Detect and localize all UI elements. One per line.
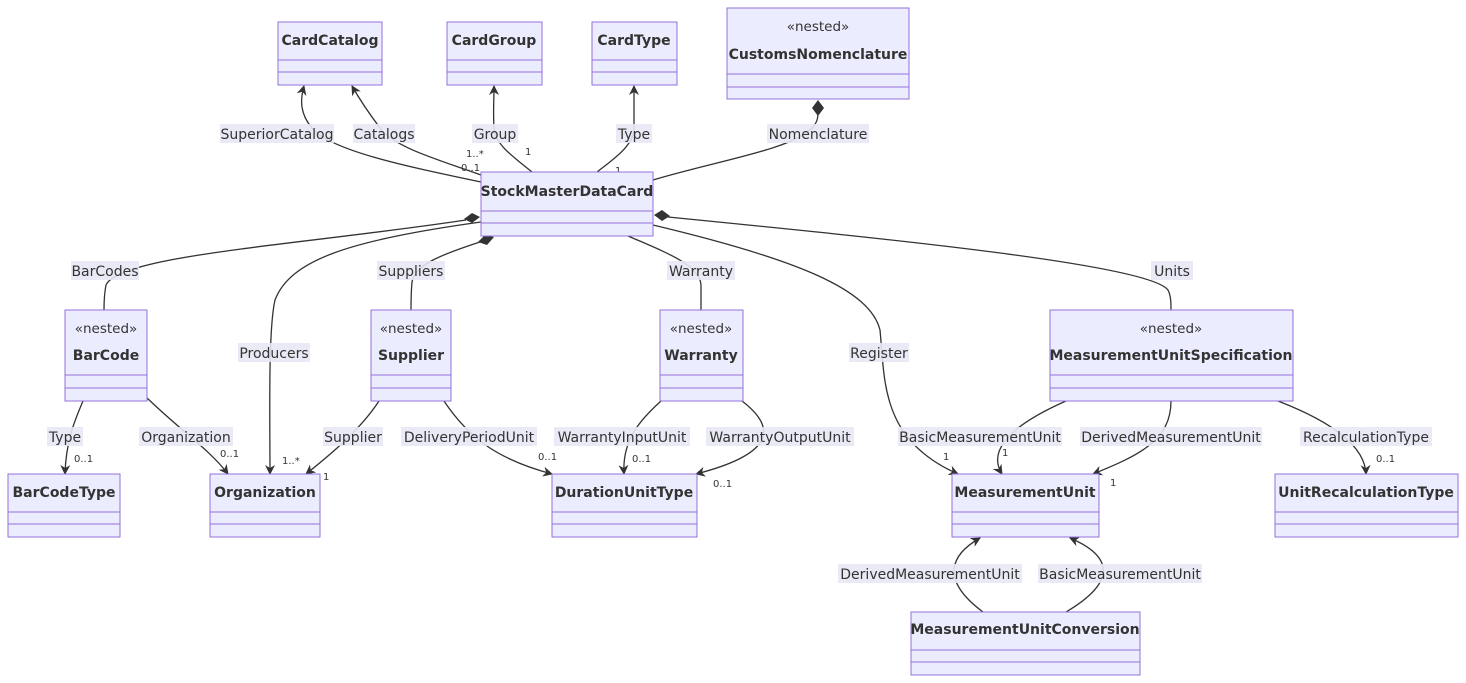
class-supplier[interactable]: «nested» Supplier: [370, 309, 452, 402]
cardinality-catalogs-many: 1..*: [466, 149, 484, 160]
composition-diamond-barcodes: [464, 213, 480, 223]
edge-warranty: [627, 235, 702, 310]
class-card-catalog[interactable]: CardCatalog: [277, 21, 383, 86]
class-name: CardType: [597, 33, 670, 49]
cardinality-producers-many: 1..*: [282, 456, 300, 467]
label-conv-derived-measurement-unit: DerivedMeasurementUnit: [840, 567, 1020, 583]
cardinality-barcode-organization: 0..1: [220, 449, 239, 460]
label-superior-catalog: SuperiorCatalog: [221, 127, 334, 143]
class-stereotype: «nested»: [670, 321, 733, 337]
class-name: CardCatalog: [282, 33, 379, 49]
composition-diamond-suppliers: [478, 235, 494, 245]
class-stock-master-data-card[interactable]: StockMasterDataCard: [480, 171, 654, 237]
class-stereotype: «nested»: [380, 321, 443, 337]
label-register: Register: [850, 346, 908, 362]
class-stereotype: «nested»: [787, 19, 850, 35]
class-bar-code[interactable]: «nested» BarCode: [64, 309, 148, 402]
label-delivery-period-unit: DeliveryPeriodUnit: [404, 430, 535, 446]
label-barcode-organization: Organization: [141, 430, 231, 446]
class-name: DurationUnitType: [555, 485, 693, 501]
edge-suppliers: [410, 241, 481, 311]
label-producers: Producers: [239, 346, 308, 362]
label-catalogs: Catalogs: [353, 127, 414, 143]
label-group: Group: [474, 127, 517, 143]
class-measurement-unit-conversion[interactable]: MeasurementUnitConversion: [910, 611, 1141, 676]
label-supplier: Supplier: [324, 430, 382, 446]
class-measurement-unit-specification[interactable]: «nested» MeasurementUnitSpecification: [1049, 309, 1294, 402]
cardinality-group-one: 1: [525, 147, 531, 158]
cardinality-basic-one: 1: [1002, 448, 1008, 459]
class-card-group[interactable]: CardGroup: [446, 21, 543, 86]
class-name: CustomsNomenclature: [729, 47, 908, 63]
class-name: MeasurementUnitSpecification: [1049, 348, 1292, 364]
cardinality-barcode-type: 0..1: [74, 454, 93, 465]
class-name: Organization: [214, 485, 316, 501]
label-type: Type: [617, 127, 650, 143]
class-name: BarCode: [73, 348, 139, 364]
class-card-type[interactable]: CardType: [591, 21, 678, 86]
class-name: CardGroup: [452, 33, 537, 49]
edge-units: [667, 216, 1172, 311]
cardinality-delivery-period: 0..1: [538, 452, 557, 463]
class-measurement-unit[interactable]: MeasurementUnit: [951, 473, 1100, 538]
class-name: BarCodeType: [13, 485, 116, 501]
class-name: UnitRecalculationType: [1278, 485, 1454, 501]
edge-delivery-period: [443, 400, 553, 477]
edge-labels: SuperiorCatalog Catalogs Group Type Nome…: [47, 124, 1432, 583]
label-units: Units: [1154, 264, 1190, 280]
class-warranty[interactable]: «nested» Warranty: [659, 309, 744, 402]
class-name: MeasurementUnitConversion: [910, 622, 1139, 638]
cardinality-supplier-one: 1: [323, 472, 329, 483]
cardinality-register-one: 1: [943, 452, 949, 463]
label-derived-measurement-unit: DerivedMeasurementUnit: [1081, 430, 1261, 446]
class-stereotype: «nested»: [1140, 321, 1203, 337]
class-customs-nomenclature[interactable]: «nested» CustomsNomenclature: [726, 7, 910, 100]
label-suppliers: Suppliers: [379, 264, 444, 280]
label-barcodes: BarCodes: [71, 264, 138, 280]
class-name: StockMasterDataCard: [481, 184, 654, 200]
edge-barcodes: [103, 219, 467, 311]
composition-diamond-units: [654, 210, 670, 221]
label-conv-basic-measurement-unit: BasicMeasurementUnit: [1039, 567, 1201, 583]
edge-producers: [264, 221, 482, 475]
cardinality-derived-one: 1: [1110, 478, 1116, 489]
label-nomenclature: Nomenclature: [769, 127, 868, 143]
class-bar-code-type[interactable]: BarCodeType: [7, 473, 121, 538]
label-basic-measurement-unit: BasicMeasurementUnit: [899, 430, 1061, 446]
label-warranty-input-unit: WarrantyInputUnit: [558, 430, 687, 446]
cardinality-warranty-input: 0..1: [632, 454, 651, 465]
label-warranty: Warranty: [669, 264, 733, 280]
class-name: MeasurementUnit: [954, 485, 1095, 501]
class-organization[interactable]: Organization: [209, 473, 321, 538]
class-name: Warranty: [664, 348, 737, 364]
cardinality-recalculation: 0..1: [1376, 454, 1395, 465]
composition-diamond-nomenclature: [812, 100, 824, 116]
class-stereotype: «nested»: [75, 321, 138, 337]
class-duration-unit-type[interactable]: DurationUnitType: [551, 473, 698, 538]
cardinalities: 1..* 0..1 1 1 0..1 0..1 1..* 1 0..1 0..1…: [74, 147, 1395, 490]
label-barcode-type: Type: [48, 430, 81, 446]
label-recalculation-type: RecalculationType: [1303, 430, 1429, 446]
cardinality-warranty-output: 0..1: [713, 479, 732, 490]
cardinality-catalogs-optional: 0..1: [461, 163, 480, 174]
label-warranty-output-unit: WarrantyOutputUnit: [709, 430, 851, 446]
edge-nomenclature: [652, 111, 819, 181]
class-name: Supplier: [378, 348, 444, 364]
class-unit-recalculation-type[interactable]: UnitRecalculationType: [1274, 473, 1459, 538]
